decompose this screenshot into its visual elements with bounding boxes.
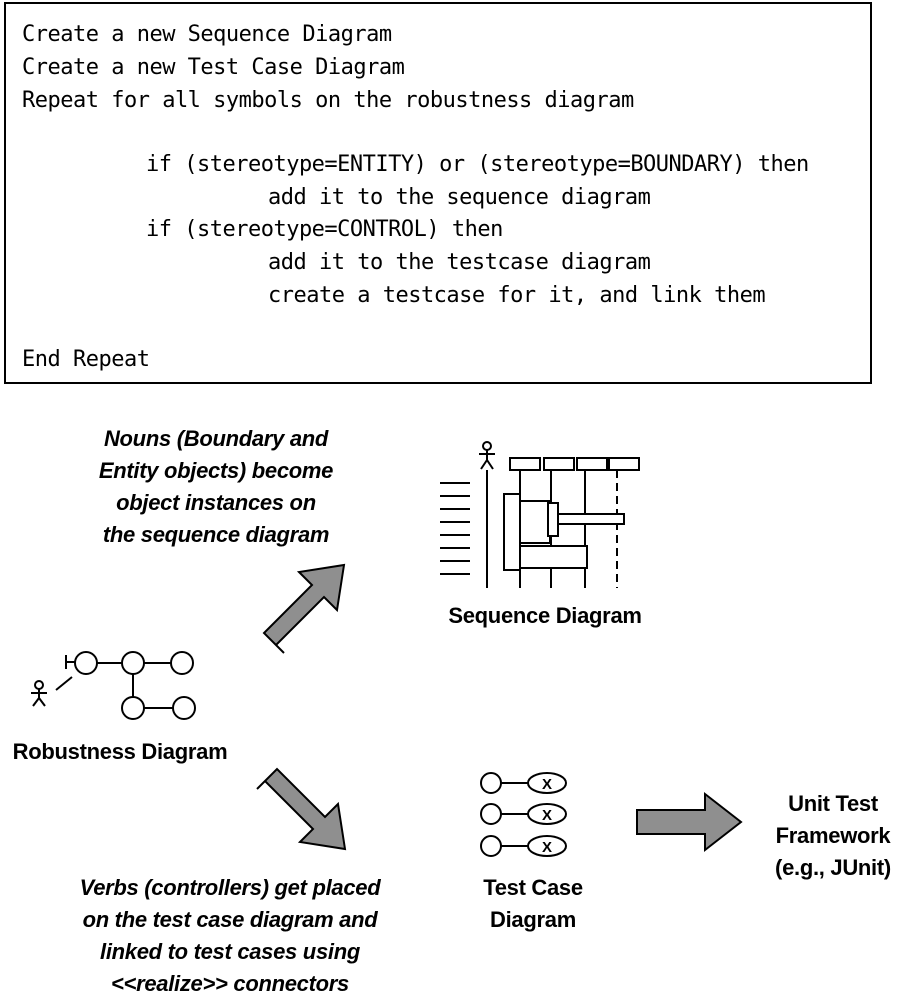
entity-icon (170, 651, 194, 675)
robustness-diagram-label: Robustness Diagram (12, 739, 228, 764)
sequence-diagram-label: Sequence Diagram (448, 603, 642, 628)
arrow-icon (256, 767, 347, 851)
arrow-icon (262, 563, 346, 654)
code-line: End Repeat (22, 347, 150, 372)
testcase-marker: X (542, 839, 552, 856)
code-line: if (stereotype=ENTITY) or (stereotype=BO… (146, 152, 809, 177)
pseudocode-box: Create a new Sequence Diagram Create a n… (4, 2, 872, 384)
robustness-diagram-icon (31, 651, 196, 720)
testcase-marker: X (542, 776, 552, 793)
code-line: create a testcase for it, and link them (268, 283, 766, 308)
entity-icon (172, 696, 196, 720)
actor-icon (479, 441, 495, 470)
arrow-icon (636, 791, 743, 853)
boundary-icon (65, 651, 98, 675)
code-line: add it to the sequence diagram (268, 185, 651, 210)
actor-icon (31, 680, 47, 707)
test-case-diagram-label: Test Case Diagram (483, 875, 583, 932)
code-line: Create a new Test Case Diagram (22, 55, 405, 80)
code-line: Repeat for all symbols on the robustness… (22, 88, 634, 113)
testcase-marker: X (542, 807, 552, 824)
control-icon (121, 651, 145, 675)
code-line: add it to the testcase diagram (268, 250, 651, 275)
unit-test-framework-label: Unit Test Framework (e.g., JUnit) (775, 791, 891, 880)
nouns-caption: Nouns (Boundary and Entity objects) beco… (98, 426, 334, 547)
verbs-caption: Verbs (controllers) get placed on the te… (79, 875, 381, 996)
control-icon (121, 696, 145, 720)
sequence-diagram-icon (440, 441, 640, 588)
test-case-diagram-icon (480, 772, 567, 857)
code-line: if (stereotype=CONTROL) then (146, 217, 503, 242)
code-line: Create a new Sequence Diagram (22, 22, 392, 47)
